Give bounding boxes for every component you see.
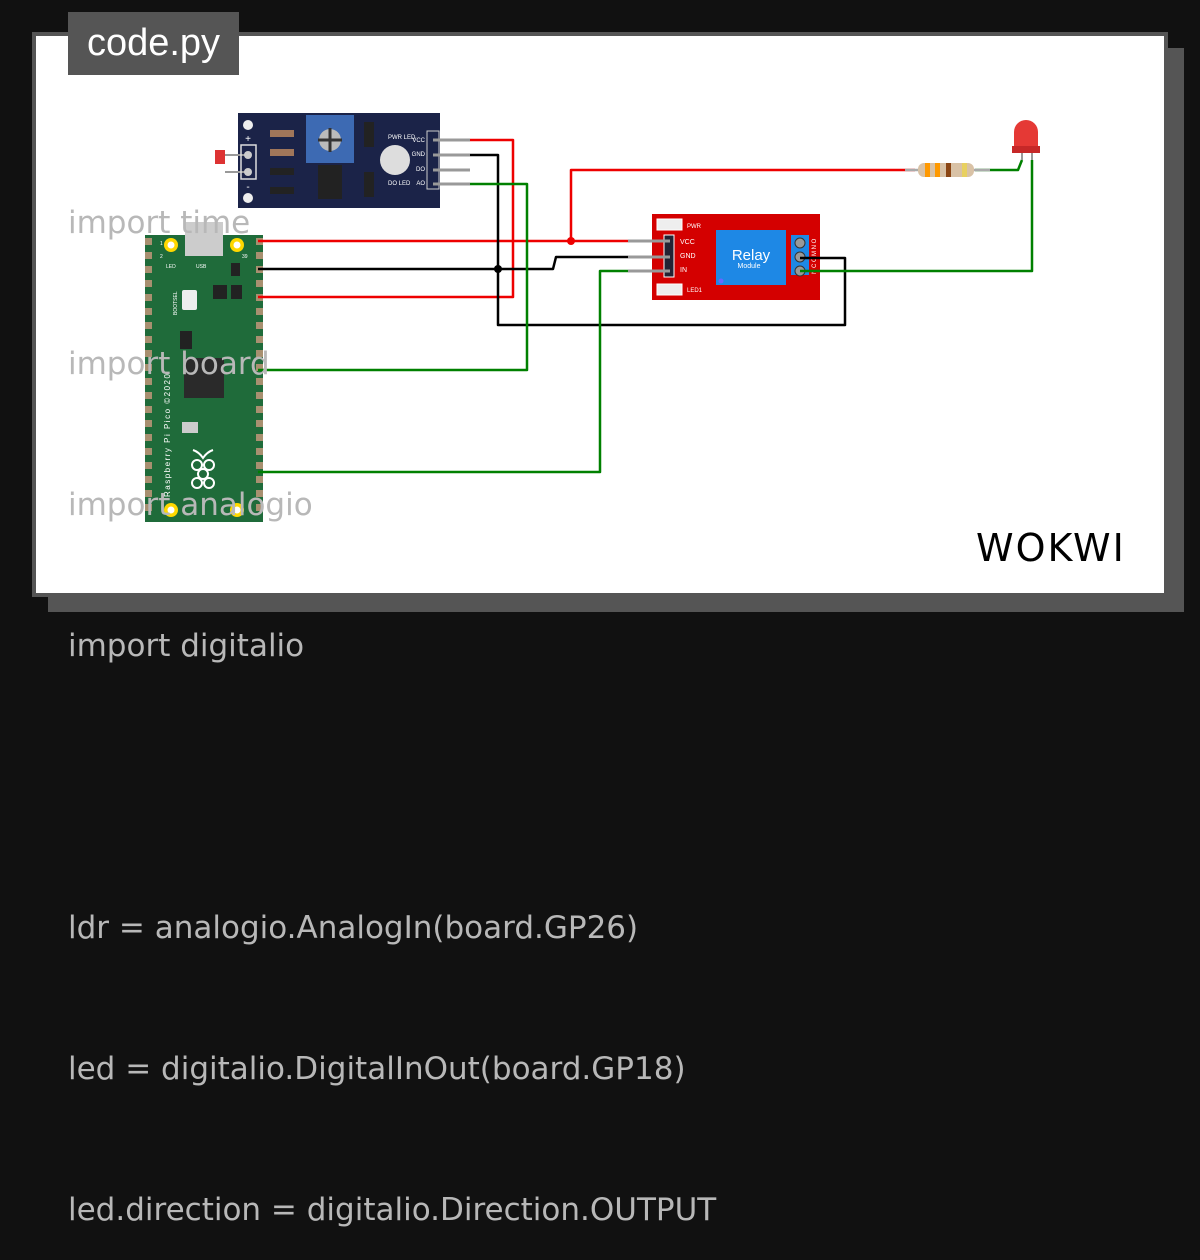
relay-module[interactable]: PWR LED1 VCC GND IN Relay Module N C C M… <box>628 214 820 300</box>
circuit-diagram: + - PWR LED DO LED VCC GND DO AO PWR LED… <box>145 113 1040 522</box>
code-line: ldr = analogio.AnalogIn(board.GP26) <box>68 910 639 946</box>
code-line: import digitalio <box>68 628 305 664</box>
pin-ao: AO <box>416 181 425 187</box>
pico-pin-pad[interactable] <box>256 378 263 385</box>
pico-pin-pad[interactable] <box>145 280 152 287</box>
pico-pin-pad[interactable] <box>145 308 152 315</box>
pico-pin-pad[interactable] <box>256 406 263 413</box>
code-line: import analogio <box>68 487 313 523</box>
photoresistor <box>380 145 410 175</box>
pin-gnd: GND <box>412 152 426 158</box>
pico-pin-pad[interactable] <box>145 434 152 441</box>
pico-pin-pad[interactable] <box>145 476 152 483</box>
pico-pin-pad[interactable] <box>145 266 152 273</box>
resistor[interactable] <box>905 163 990 177</box>
pwr-label: PWR <box>687 224 702 230</box>
code-listing: import time import board import analogio… <box>68 106 768 1260</box>
pico-pin-pad[interactable] <box>145 462 152 469</box>
pico-pin-pad[interactable] <box>145 350 152 357</box>
preview-stage: code.py + - PWR LED DO LED VCC GND DO AO <box>32 12 1184 1228</box>
pwr-led-label: PWR LED <box>388 135 416 141</box>
wire-relay-in <box>258 269 628 474</box>
code-line: import time <box>68 205 251 241</box>
code-line: led.direction = digitalio.Direction.OUTP… <box>68 1192 717 1228</box>
relay-pin-gnd: GND <box>680 253 696 260</box>
pico-pin-pad[interactable] <box>256 434 263 441</box>
wire-relay-no <box>800 160 1034 273</box>
filename-tab[interactable]: code.py <box>68 12 239 75</box>
pico-pin-pad[interactable] <box>145 504 152 511</box>
pico-pin-pad[interactable] <box>145 322 152 329</box>
pico-pin-pad[interactable] <box>256 448 263 455</box>
pico-pin-pad[interactable] <box>145 364 152 371</box>
pico-pin-pad[interactable] <box>256 420 263 427</box>
pico-pin-pad[interactable] <box>145 420 152 427</box>
usb-port <box>185 222 223 256</box>
red-led[interactable] <box>1012 120 1040 160</box>
pico-pin-pad[interactable] <box>145 294 152 301</box>
pin1-label: 1 <box>160 241 163 247</box>
pico-pin-pad[interactable] <box>256 336 263 343</box>
pico-pin-pad[interactable] <box>145 406 152 413</box>
pin-do: DO <box>416 167 425 173</box>
raspberry-logo-icon <box>191 449 215 489</box>
pico-pin-pad[interactable] <box>256 504 263 511</box>
ldr-sensor-module[interactable]: + - PWR LED DO LED VCC GND DO AO <box>215 113 470 208</box>
pico-pin-pad[interactable] <box>145 238 152 245</box>
pin39-label: 39 <box>242 254 248 260</box>
pico-pin-pad[interactable] <box>256 490 263 497</box>
wokwi-logo: WOKWI <box>976 526 1126 570</box>
relay-terminal-labels: N C C M N O <box>812 238 818 274</box>
pico-pin-pad[interactable] <box>256 350 263 357</box>
pico-pin-pad[interactable] <box>145 336 152 343</box>
wire-ldr-vcc <box>258 138 515 299</box>
pico-board-label: Raspberry Pi Pico ©2020 <box>163 373 172 497</box>
minus-label: - <box>246 182 249 193</box>
pin2-label: 2 <box>160 254 163 260</box>
relay-pin-in: IN <box>680 267 687 274</box>
plus-label: + <box>245 134 251 145</box>
usb-label: USB <box>196 264 207 270</box>
raspberry-pi-pico[interactable]: 1 2 39 LED USB BOOTSEL Raspberry Pi Pico… <box>145 222 263 522</box>
pico-pin-pad[interactable] <box>145 252 152 259</box>
pin-vcc: VCC <box>412 138 425 144</box>
relay-pin-vcc: VCC <box>680 239 695 246</box>
pico-pin-pad[interactable] <box>256 392 263 399</box>
rp2040-chip <box>184 358 224 398</box>
wire-pico-gnd <box>258 255 628 271</box>
pico-pin-pad[interactable] <box>256 462 263 469</box>
wires <box>258 138 1034 474</box>
wire-resistor-vcc <box>569 168 915 241</box>
led-label: LED <box>166 264 176 270</box>
bootsel-label: BOOTSEL <box>173 291 179 315</box>
do-led-label: DO LED <box>388 181 411 187</box>
code-line: led = digitalio.DigitalInOut(board.GP18) <box>68 1051 686 1087</box>
bootsel-button[interactable] <box>182 290 197 310</box>
pico-pin-pad[interactable] <box>145 490 152 497</box>
wire-ldr-ao <box>258 182 529 372</box>
pico-pin-pad[interactable] <box>256 308 263 315</box>
pico-pin-pad[interactable] <box>145 392 152 399</box>
pico-pin-pad[interactable] <box>256 364 263 371</box>
pico-pin-pad[interactable] <box>256 252 263 259</box>
pico-pin-pad[interactable] <box>256 322 263 329</box>
pico-pin-pad[interactable] <box>256 280 263 287</box>
relay-title: Relay <box>732 247 771 264</box>
led1-label: LED1 <box>687 288 703 294</box>
wire-resistor-led <box>975 159 1024 172</box>
code-line <box>68 764 768 811</box>
relay-subtitle: Module <box>738 263 761 270</box>
pico-pin-pad[interactable] <box>256 476 263 483</box>
pico-pin-pad[interactable] <box>145 448 152 455</box>
pico-pin-pad[interactable] <box>145 378 152 385</box>
wire-ldr-gnd <box>470 153 847 327</box>
code-line: import board <box>68 346 270 382</box>
